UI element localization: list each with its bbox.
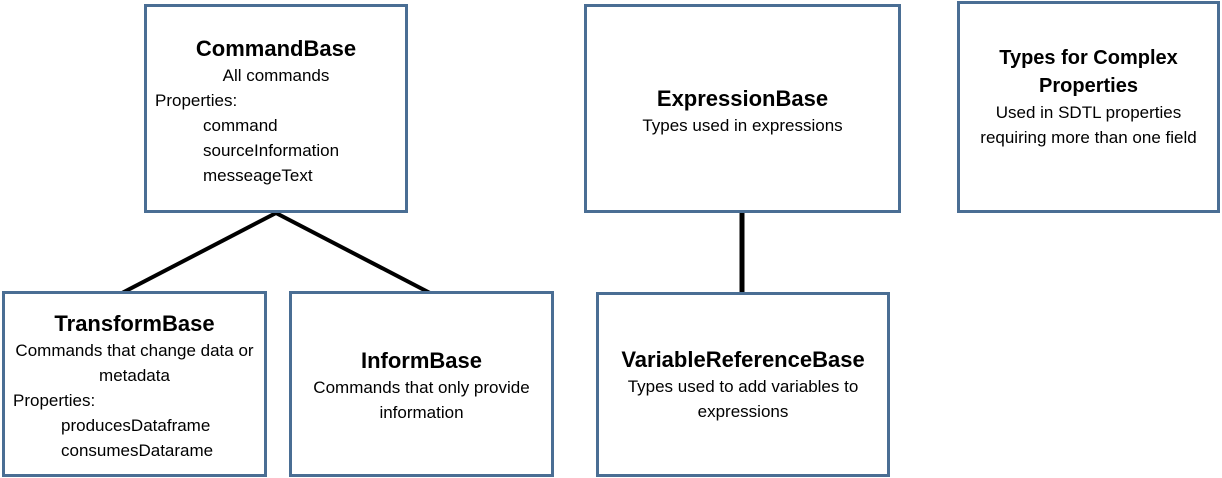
command-base-description: All commands (222, 66, 330, 85)
expression-base-description: Types used in expressions (642, 116, 843, 135)
connector-commandbase-informbase (275, 211, 431, 295)
expression-base-box: ExpressionBase Types used in expressions (584, 4, 901, 213)
command-base-properties-label: Properties: (155, 91, 238, 110)
command-base-property: command (203, 116, 278, 135)
expression-base-title: ExpressionBase (656, 86, 829, 111)
inform-base-title: InformBase (360, 348, 483, 373)
complex-types-title: Types for Complex Properties (999, 47, 1178, 97)
transform-base-property: producesDataframe (61, 416, 211, 435)
transform-base-title: TransformBase (54, 311, 215, 336)
transform-base-description: Commands that change data or metadata (15, 341, 254, 385)
connector-commandbase-transformbase (121, 211, 277, 295)
command-base-property: sourceInformation (203, 141, 340, 160)
command-base-title: CommandBase (195, 36, 357, 61)
transform-base-property: consumesDatarame (61, 441, 214, 460)
command-base-property: messeageText (203, 166, 313, 185)
complex-types-box: Types for Complex Properties Used in SDT… (957, 1, 1220, 213)
command-base-box: CommandBase All commands Properties: com… (144, 4, 408, 213)
inform-base-description: Commands that only provide information (313, 378, 530, 422)
variable-reference-base-box: VariableReferenceBase Types used to add … (596, 292, 890, 477)
variable-reference-base-description: Types used to add variables to expressio… (627, 377, 859, 421)
inform-base-box: InformBase Commands that only provide in… (289, 291, 554, 477)
variable-reference-base-title: VariableReferenceBase (621, 347, 865, 372)
transform-base-box: TransformBase Commands that change data … (2, 291, 267, 477)
complex-types-description: Used in SDTL properties requiring more t… (980, 103, 1197, 147)
transform-base-properties-label: Properties: (13, 391, 96, 410)
